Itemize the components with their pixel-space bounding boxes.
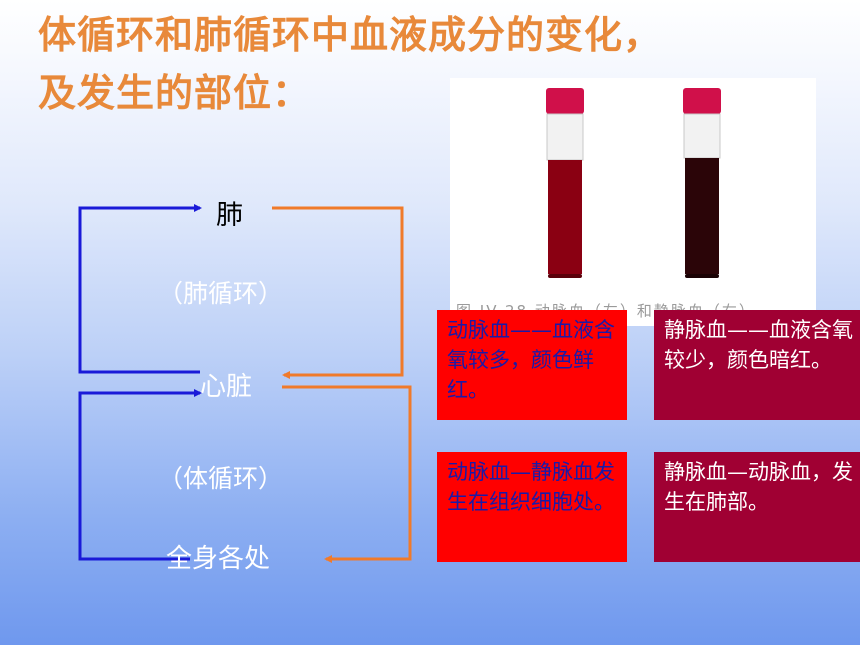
title-line-2: 及发生的部位： [38,71,312,115]
arterial-blood-box: 动脉血——血液含氧较多，颜色鲜红。 [437,310,627,420]
venous-to-arterial-box: 静脉血—动脉血，发生在肺部。 [654,452,860,562]
venous-to-arterial-text: 静脉血—动脉血，发生在肺部。 [664,460,853,514]
arterial-to-venous-box: 动脉血—静脉血发生在组织细胞处。 [437,452,627,562]
label-systemic-circulation: （体循环） [158,464,284,493]
label-pulmonary-circulation: （肺循环） [158,279,284,308]
arterial-blood-text: 动脉血——血液含氧较多，颜色鲜红。 [447,318,615,402]
test-tubes-illustration [546,88,721,278]
node-heart: 心脏 [200,372,253,402]
slide-title: 体循环和肺循环中血液成分的变化， 及发生的部位： [38,6,662,122]
title-line-1: 体循环和肺循环中血液成分的变化， [38,13,663,57]
arterial-to-venous-text: 动脉血—静脉血发生在组织细胞处。 [447,460,615,514]
venous-blood-text: 静脉血——血液含氧较少，颜色暗红。 [664,318,853,372]
pulmonary-orange-arrow [272,206,404,379]
systemic-orange-arrow [282,385,412,563]
blood-tubes-photo [450,78,816,326]
node-lung: 肺 [216,200,243,231]
node-body: 全身各处 [166,544,271,574]
venous-blood-box: 静脉血——血液含氧较少，颜色暗红。 [654,310,860,420]
